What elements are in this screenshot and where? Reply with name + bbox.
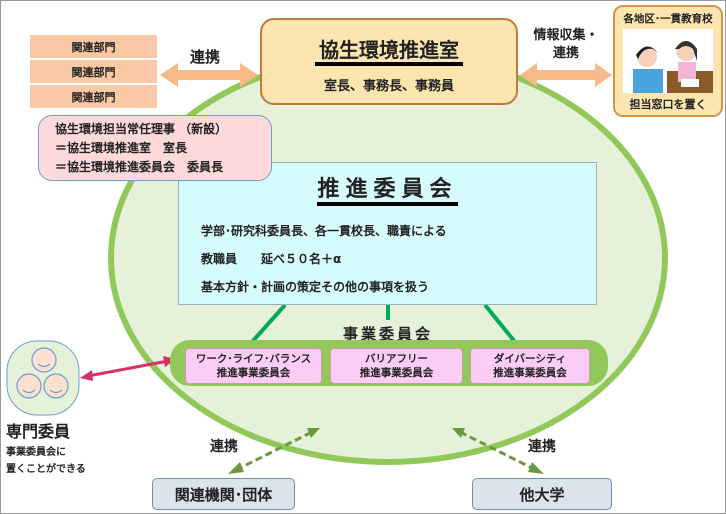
- committee-box: 推進委員会 学部･研究科委員長、各一貫校長、職責による 教職員 延べ５０名＋α …: [178, 162, 597, 305]
- experts-icon: [6, 340, 80, 416]
- regional-caption: 担当窓口を置く: [629, 98, 707, 111]
- barrier-free-committee-sub: 推進事業委員会: [359, 367, 434, 379]
- right-dashed-arrow: [452, 428, 544, 474]
- left-dashed-arrow: [228, 428, 320, 474]
- experts-note-line: 事業委員会に: [6, 447, 66, 458]
- experts-title: 専門委員: [6, 422, 71, 441]
- regional-box: 各地区･一貫教育校 担当窓口を置く: [613, 5, 723, 117]
- right-link-label: 情報収集・ 連携: [527, 27, 605, 63]
- wlb-committee: ワーク･ライフ･バランス推進事業委員会: [185, 348, 322, 384]
- committee-line: 教職員 延べ５０名＋α: [201, 252, 342, 266]
- department-box: 関連部門: [30, 60, 157, 83]
- left-link-label: 連携: [190, 48, 221, 66]
- right-link-label-line: 情報収集・: [533, 28, 599, 43]
- director-box: 協生環境担当常任理事 （新設） ＝協生環境推進室 室長 ＝協生環境推進委員会 委…: [38, 115, 272, 181]
- partner-organizations-box: 関連機関･団体: [152, 478, 295, 510]
- connector-line: [483, 303, 517, 344]
- barrier-free-committee: バリアフリー推進事業委員会: [330, 348, 463, 384]
- wlb-committee-sub: 推進事業委員会: [216, 367, 291, 379]
- regional-title: 各地区･一貫教育校: [623, 13, 713, 25]
- office-title: 協生環境推進室: [315, 38, 463, 66]
- other-universities-box: 他大学: [472, 478, 612, 510]
- department-box: 関連部門: [30, 85, 157, 108]
- right-link-arrow: [520, 63, 612, 87]
- barrier-free-committee-name: バリアフリー: [365, 353, 428, 365]
- diversity-committee: ダイバーシティ推進事業委員会: [470, 348, 590, 384]
- committee-title: 推進委員会: [317, 177, 458, 206]
- bottom-left-link-label: 連携: [210, 439, 238, 455]
- department-box: 関連部門: [30, 35, 157, 58]
- wlb-committee-name: ワーク･ライフ･バランス: [195, 353, 312, 365]
- committee-line: 学部･研究科委員長、各一貫校長、職責による: [201, 224, 447, 238]
- experts-note-line: 置くことができる: [6, 464, 86, 475]
- consultation-illustration: [623, 29, 713, 93]
- office-members: 室長、事務長、事務員: [323, 79, 454, 94]
- director-line: ＝協生環境推進委員会 委員長: [55, 160, 224, 174]
- experts-note: 事業委員会に 置くことができる: [6, 444, 86, 478]
- business-title: 事業委員会: [338, 323, 438, 344]
- connector-line: [250, 303, 287, 344]
- director-line: 協生環境担当常任理事 （新設）: [55, 122, 228, 136]
- committee-line: 基本方針・計画の策定その他の事項を扱う: [201, 280, 430, 294]
- diversity-committee-sub: 推進事業委員会: [493, 367, 567, 379]
- diversity-committee-name: ダイバーシティ: [493, 353, 567, 365]
- director-line: ＝協生環境推進室 室長: [55, 141, 188, 155]
- right-link-label-line: 連携: [552, 46, 579, 61]
- bottom-right-link-label: 連携: [528, 439, 556, 455]
- left-link-arrow: [160, 63, 258, 87]
- office-box: 協生環境推進室 室長、事務長、事務員: [260, 18, 518, 105]
